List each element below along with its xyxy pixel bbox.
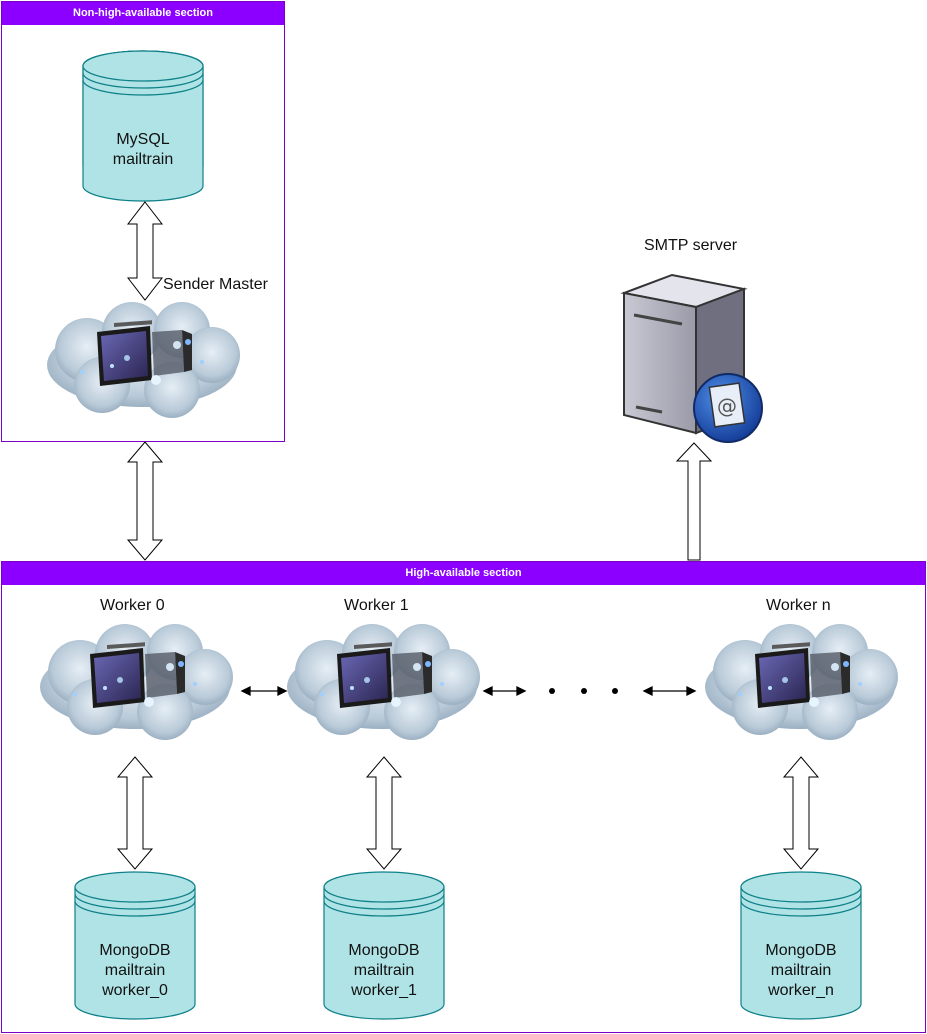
smtp-server-label: SMTP server [644, 237, 738, 254]
worker-n-label: Worker n [766, 597, 831, 614]
db-line1: MongoDB [765, 942, 837, 959]
ellipsis-dots [549, 688, 618, 694]
db-line3: worker_0 [102, 982, 168, 999]
worker-1-db-arrow [365, 756, 403, 870]
db-line3: worker_n [768, 982, 834, 999]
mongodb-worker-0-label: MongoDB mailtrain worker_0 [75, 941, 195, 1001]
mongodb-worker-n-database-icon [740, 871, 862, 1020]
mongodb-worker-1-label: MongoDB mailtrain worker_1 [324, 941, 444, 1001]
mongodb-worker-0-database-icon [74, 871, 196, 1020]
sender-master-cloud-icon [47, 302, 240, 418]
worker-1-cloud-icon [287, 624, 480, 740]
mysql-sender-arrow [126, 201, 164, 301]
worker-link-arrow [240, 685, 288, 697]
non-high-available-section: Non-high-available section [1, 1, 285, 442]
mysql-line1: MySQL [116, 131, 170, 148]
db-line2: mailtrain [353, 962, 415, 979]
mongodb-worker-1-database-icon [323, 871, 445, 1020]
mail-server-icon: @ [620, 273, 763, 443]
worker-0-cloud-icon [40, 624, 233, 740]
worker-1-label: Worker 1 [344, 597, 409, 614]
section-title: Non-high-available section [2, 2, 284, 25]
db-line1: MongoDB [348, 942, 420, 959]
master-ha-arrow [126, 441, 164, 561]
worker-link-arrow [482, 685, 527, 697]
high-available-section: High-available section [1, 561, 926, 1033]
db-line2: mailtrain [770, 962, 832, 979]
db-line3: worker_1 [351, 982, 417, 999]
mysql-label: MySQL mailtrain [83, 130, 203, 170]
ha-smtp-arrow [675, 442, 713, 561]
worker-n-cloud-icon [705, 624, 898, 740]
worker-link-arrow [642, 685, 697, 697]
mysql-line2: mailtrain [112, 151, 174, 168]
worker-n-db-arrow [782, 756, 820, 870]
svg-text:@: @ [717, 394, 737, 418]
worker-0-db-arrow [116, 756, 154, 870]
db-line1: MongoDB [99, 942, 171, 959]
db-line2: mailtrain [104, 962, 166, 979]
section-title: High-available section [2, 562, 925, 585]
worker-0-label: Worker 0 [100, 597, 165, 614]
sender-master-label: Sender Master [163, 276, 268, 293]
mongodb-worker-n-label: MongoDB mailtrain worker_n [741, 941, 861, 1001]
